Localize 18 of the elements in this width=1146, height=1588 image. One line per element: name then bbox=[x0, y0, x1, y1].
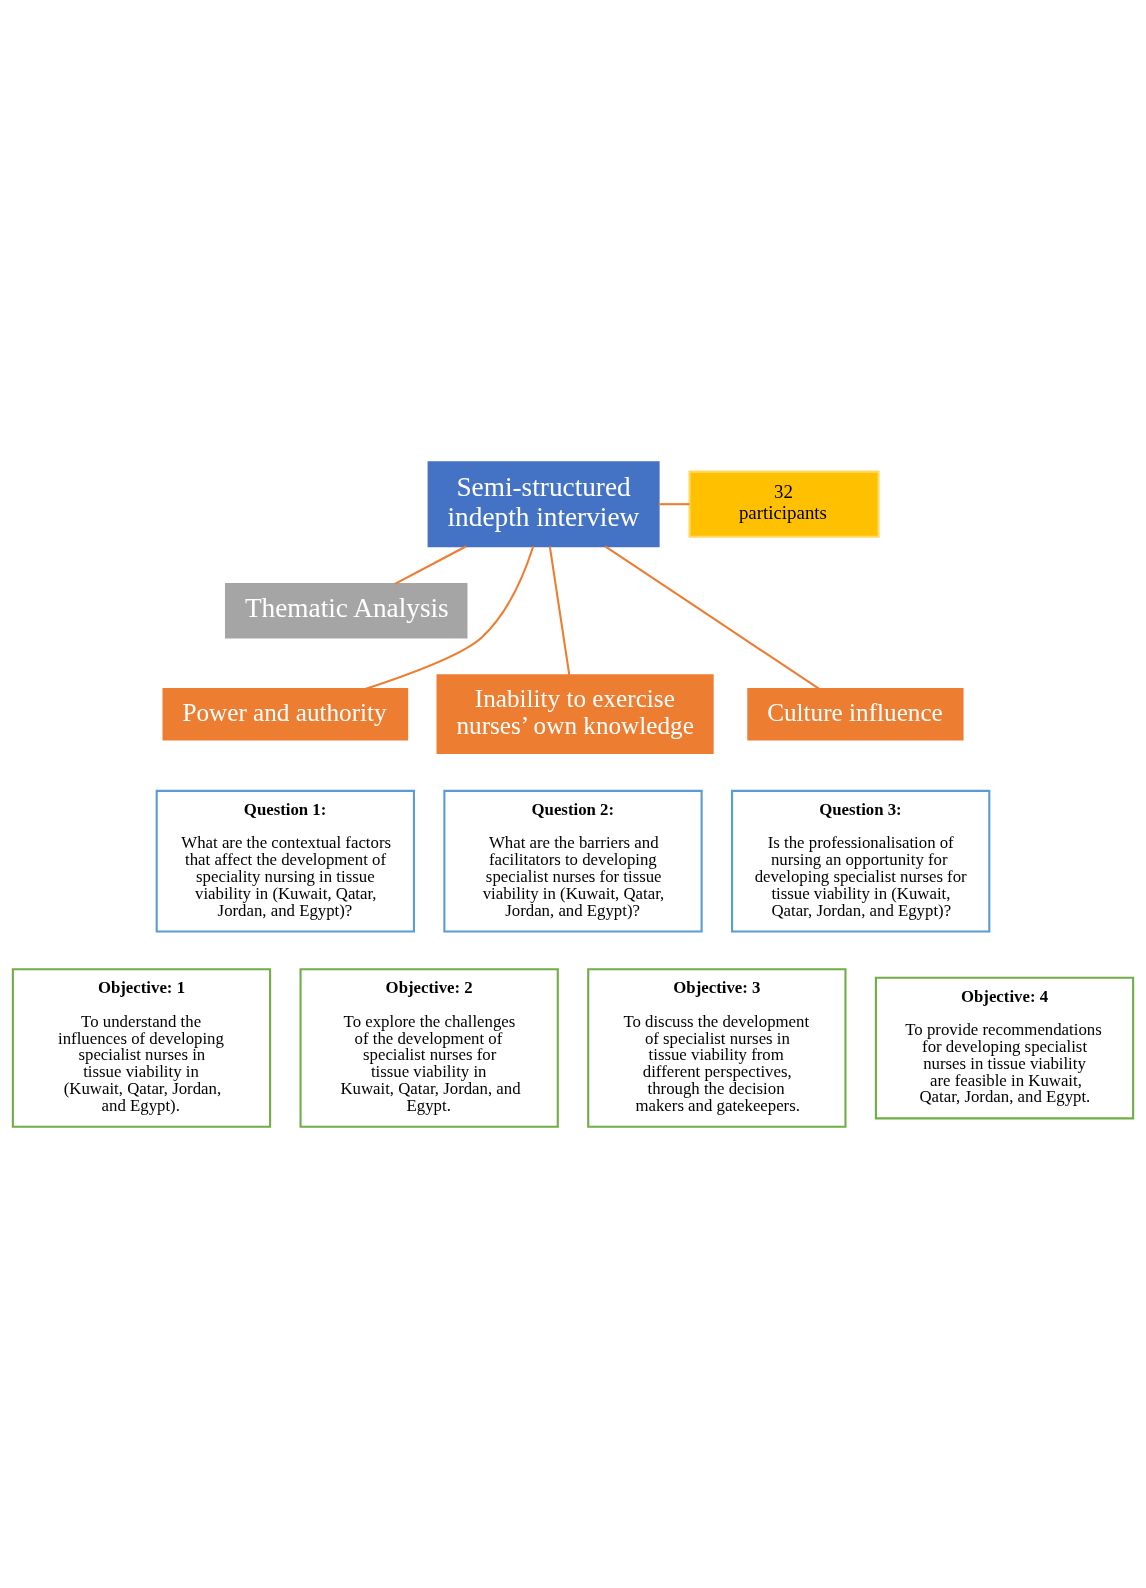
node-box: Question 3: Is the professionalisation of nursing an opportunity for developing specialist nurses for tissue viability in (Kuwait, Qatar, Jordan, and Egypt)? bbox=[731, 789, 991, 933]
node-box: Objective: 4 To provide recommendations for developing specialist nurses in tissue viability are feasible in Kuwait, Qatar, Jordan, and Egypt. bbox=[874, 976, 1135, 1119]
node-box: Question 2: What are the barriers and facilitators to developing specialist nurses for tissue viability in (Kuwait, Qatar, Jordan, and Egypt)? bbox=[443, 789, 703, 933]
node-box: 32 participants bbox=[688, 470, 880, 538]
node-box: Culture influence bbox=[747, 687, 964, 740]
node-box: Power and authority bbox=[162, 687, 409, 740]
node-box: Objective: 3 To discuss the development of specialist nurses in tissue viability from different perspectives, through the decision makers and gatekeepers. bbox=[587, 967, 847, 1128]
node-box: Objective: 1 To understand the influences of developing specialist nurses in tissue viability in (Kuwait, Qatar, Jordan, and Egypt). bbox=[11, 967, 272, 1128]
node-box: Inability to exercise nurses’ own knowledge bbox=[436, 673, 714, 754]
connector bbox=[658, 502, 690, 505]
node-box: Question 1: What are the contextual factors that affect the development of speciality nursing in tissue viability in (Kuwait, Qatar, Jordan, and Egypt)? bbox=[155, 789, 415, 933]
node-box: Thematic Analysis bbox=[224, 582, 468, 639]
node-box: Semi-structured indepth interview bbox=[427, 460, 660, 547]
connector bbox=[365, 545, 535, 690]
connector bbox=[548, 545, 571, 675]
connector bbox=[604, 544, 820, 690]
node-box: Objective: 2 To explore the challenges of the development of specialist nurses for tissue viability in Kuwait, Qatar, Jordan, and Egypt. bbox=[299, 967, 559, 1128]
connector bbox=[394, 544, 467, 585]
